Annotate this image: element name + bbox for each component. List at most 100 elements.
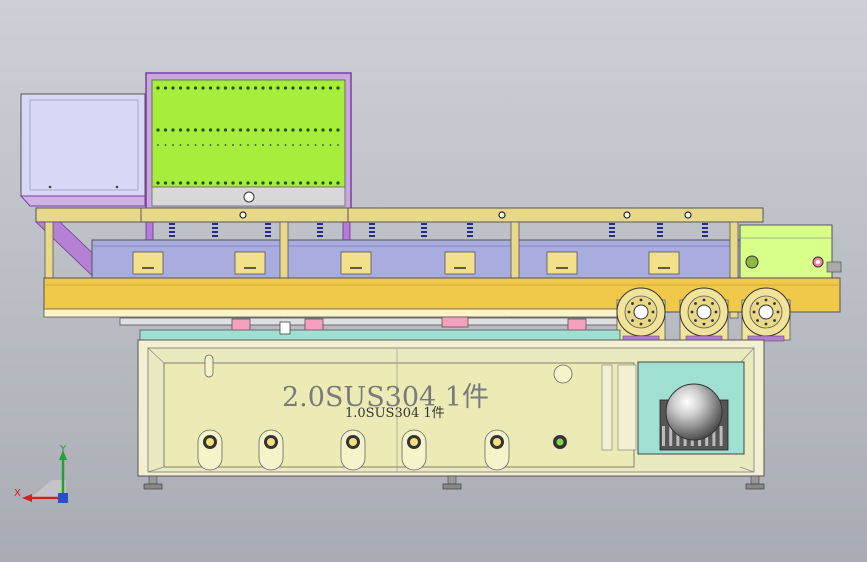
belt-bracket [444, 251, 476, 275]
pump-foot [747, 335, 785, 342]
spring-coil [212, 227, 218, 229]
spring-coil [702, 235, 708, 237]
spring-coil [421, 227, 427, 229]
drain-port-hole [206, 438, 214, 446]
perforation-dot [291, 128, 295, 132]
perforation-dot [156, 181, 160, 185]
perforation-dot [328, 181, 333, 185]
pump-bolt [711, 302, 714, 305]
perforation-dot [238, 86, 243, 90]
spring-coil [421, 223, 427, 225]
perforation-dot [313, 181, 318, 185]
pump-bolt [690, 310, 694, 314]
perforation-dot [231, 86, 235, 90]
perforation-dot [246, 128, 250, 132]
perforation-dot [238, 128, 243, 132]
perforation-dot [187, 144, 189, 146]
perforation-dot [329, 144, 332, 146]
perforation-dot [216, 128, 220, 132]
perforation-dot [193, 86, 198, 90]
perforation-dot [208, 181, 213, 185]
foot-pad [143, 483, 163, 490]
perforation-dot [313, 86, 318, 90]
pump-bolt [694, 319, 697, 322]
spring-coil [609, 231, 615, 233]
spring-coil [609, 223, 615, 225]
perforation-dot [186, 181, 190, 185]
perforation-dot [202, 144, 204, 146]
pump-bolt [756, 319, 759, 322]
pump-bolt [764, 322, 768, 326]
spring-coil [609, 227, 615, 229]
perforation-dot [246, 86, 250, 90]
foot-stem [148, 475, 158, 485]
spring-coil [317, 223, 323, 225]
perforation-dot [277, 144, 279, 146]
perforation-dot [276, 86, 280, 90]
perforation-dot [178, 128, 183, 132]
spring-coil [169, 223, 175, 225]
perforation-dot [201, 86, 205, 90]
perforation-dot [156, 128, 160, 132]
spring-coil [369, 235, 375, 237]
perforation-dot [268, 86, 273, 90]
spring-coil [317, 231, 323, 233]
spring-coil [467, 235, 473, 237]
spring-coil [421, 235, 427, 237]
perforation-dot [321, 181, 325, 185]
perforation-dot [223, 181, 228, 185]
spring-coil [212, 223, 218, 225]
perforation-dot [268, 181, 273, 185]
perforation-dot [261, 181, 265, 185]
spring-coil [657, 235, 663, 237]
perforation-dot [306, 128, 310, 132]
pump-shaft [696, 304, 712, 320]
pump-bolt [752, 310, 756, 314]
pump-shaft [758, 304, 774, 320]
perforation-dot [298, 128, 303, 132]
perforation-dot [336, 86, 340, 90]
pump-bolt [714, 310, 718, 314]
pump-bolt [773, 302, 776, 305]
pump-bolt [702, 322, 706, 326]
perforation-dot [171, 181, 175, 185]
perforation-dot [283, 86, 288, 90]
pump-bolt [773, 319, 776, 322]
pump-bolt [627, 310, 631, 314]
perforation-dot [269, 144, 272, 146]
perforation-dot [298, 86, 303, 90]
foot-stem [447, 475, 457, 485]
drive-motor-box [739, 224, 842, 284]
perforation-dot [328, 128, 333, 132]
perforation-dot [291, 181, 295, 185]
perforation-dot [178, 86, 183, 90]
spring-coil [421, 231, 427, 233]
spring-coil [265, 227, 271, 229]
perforation-dot [307, 144, 309, 146]
perforation-dot [171, 86, 175, 90]
spring-coil [657, 227, 663, 229]
drain-port-hole [493, 438, 501, 446]
spring-coil [609, 235, 615, 237]
perforation-dot [194, 144, 197, 146]
perforation-dot [336, 181, 340, 185]
spring-coil [369, 223, 375, 225]
perforation-dot [232, 144, 234, 146]
perforation-dot [254, 144, 257, 146]
perforation-dot [247, 144, 249, 146]
spring-coil [702, 231, 708, 233]
belt-bracket [340, 251, 372, 275]
spring-coil [317, 227, 323, 229]
pump-bolt [651, 310, 655, 314]
perforation-dot [328, 86, 333, 90]
perforation-dot [193, 128, 198, 132]
pump-bolt [631, 302, 634, 305]
drain-port-hole [410, 438, 418, 446]
spring-coil [212, 235, 218, 237]
perforation-dot [201, 181, 205, 185]
pump-bolt [711, 319, 714, 322]
perforation-dot [163, 181, 168, 185]
spring-coil [467, 231, 473, 233]
perforation-dot [193, 181, 198, 185]
